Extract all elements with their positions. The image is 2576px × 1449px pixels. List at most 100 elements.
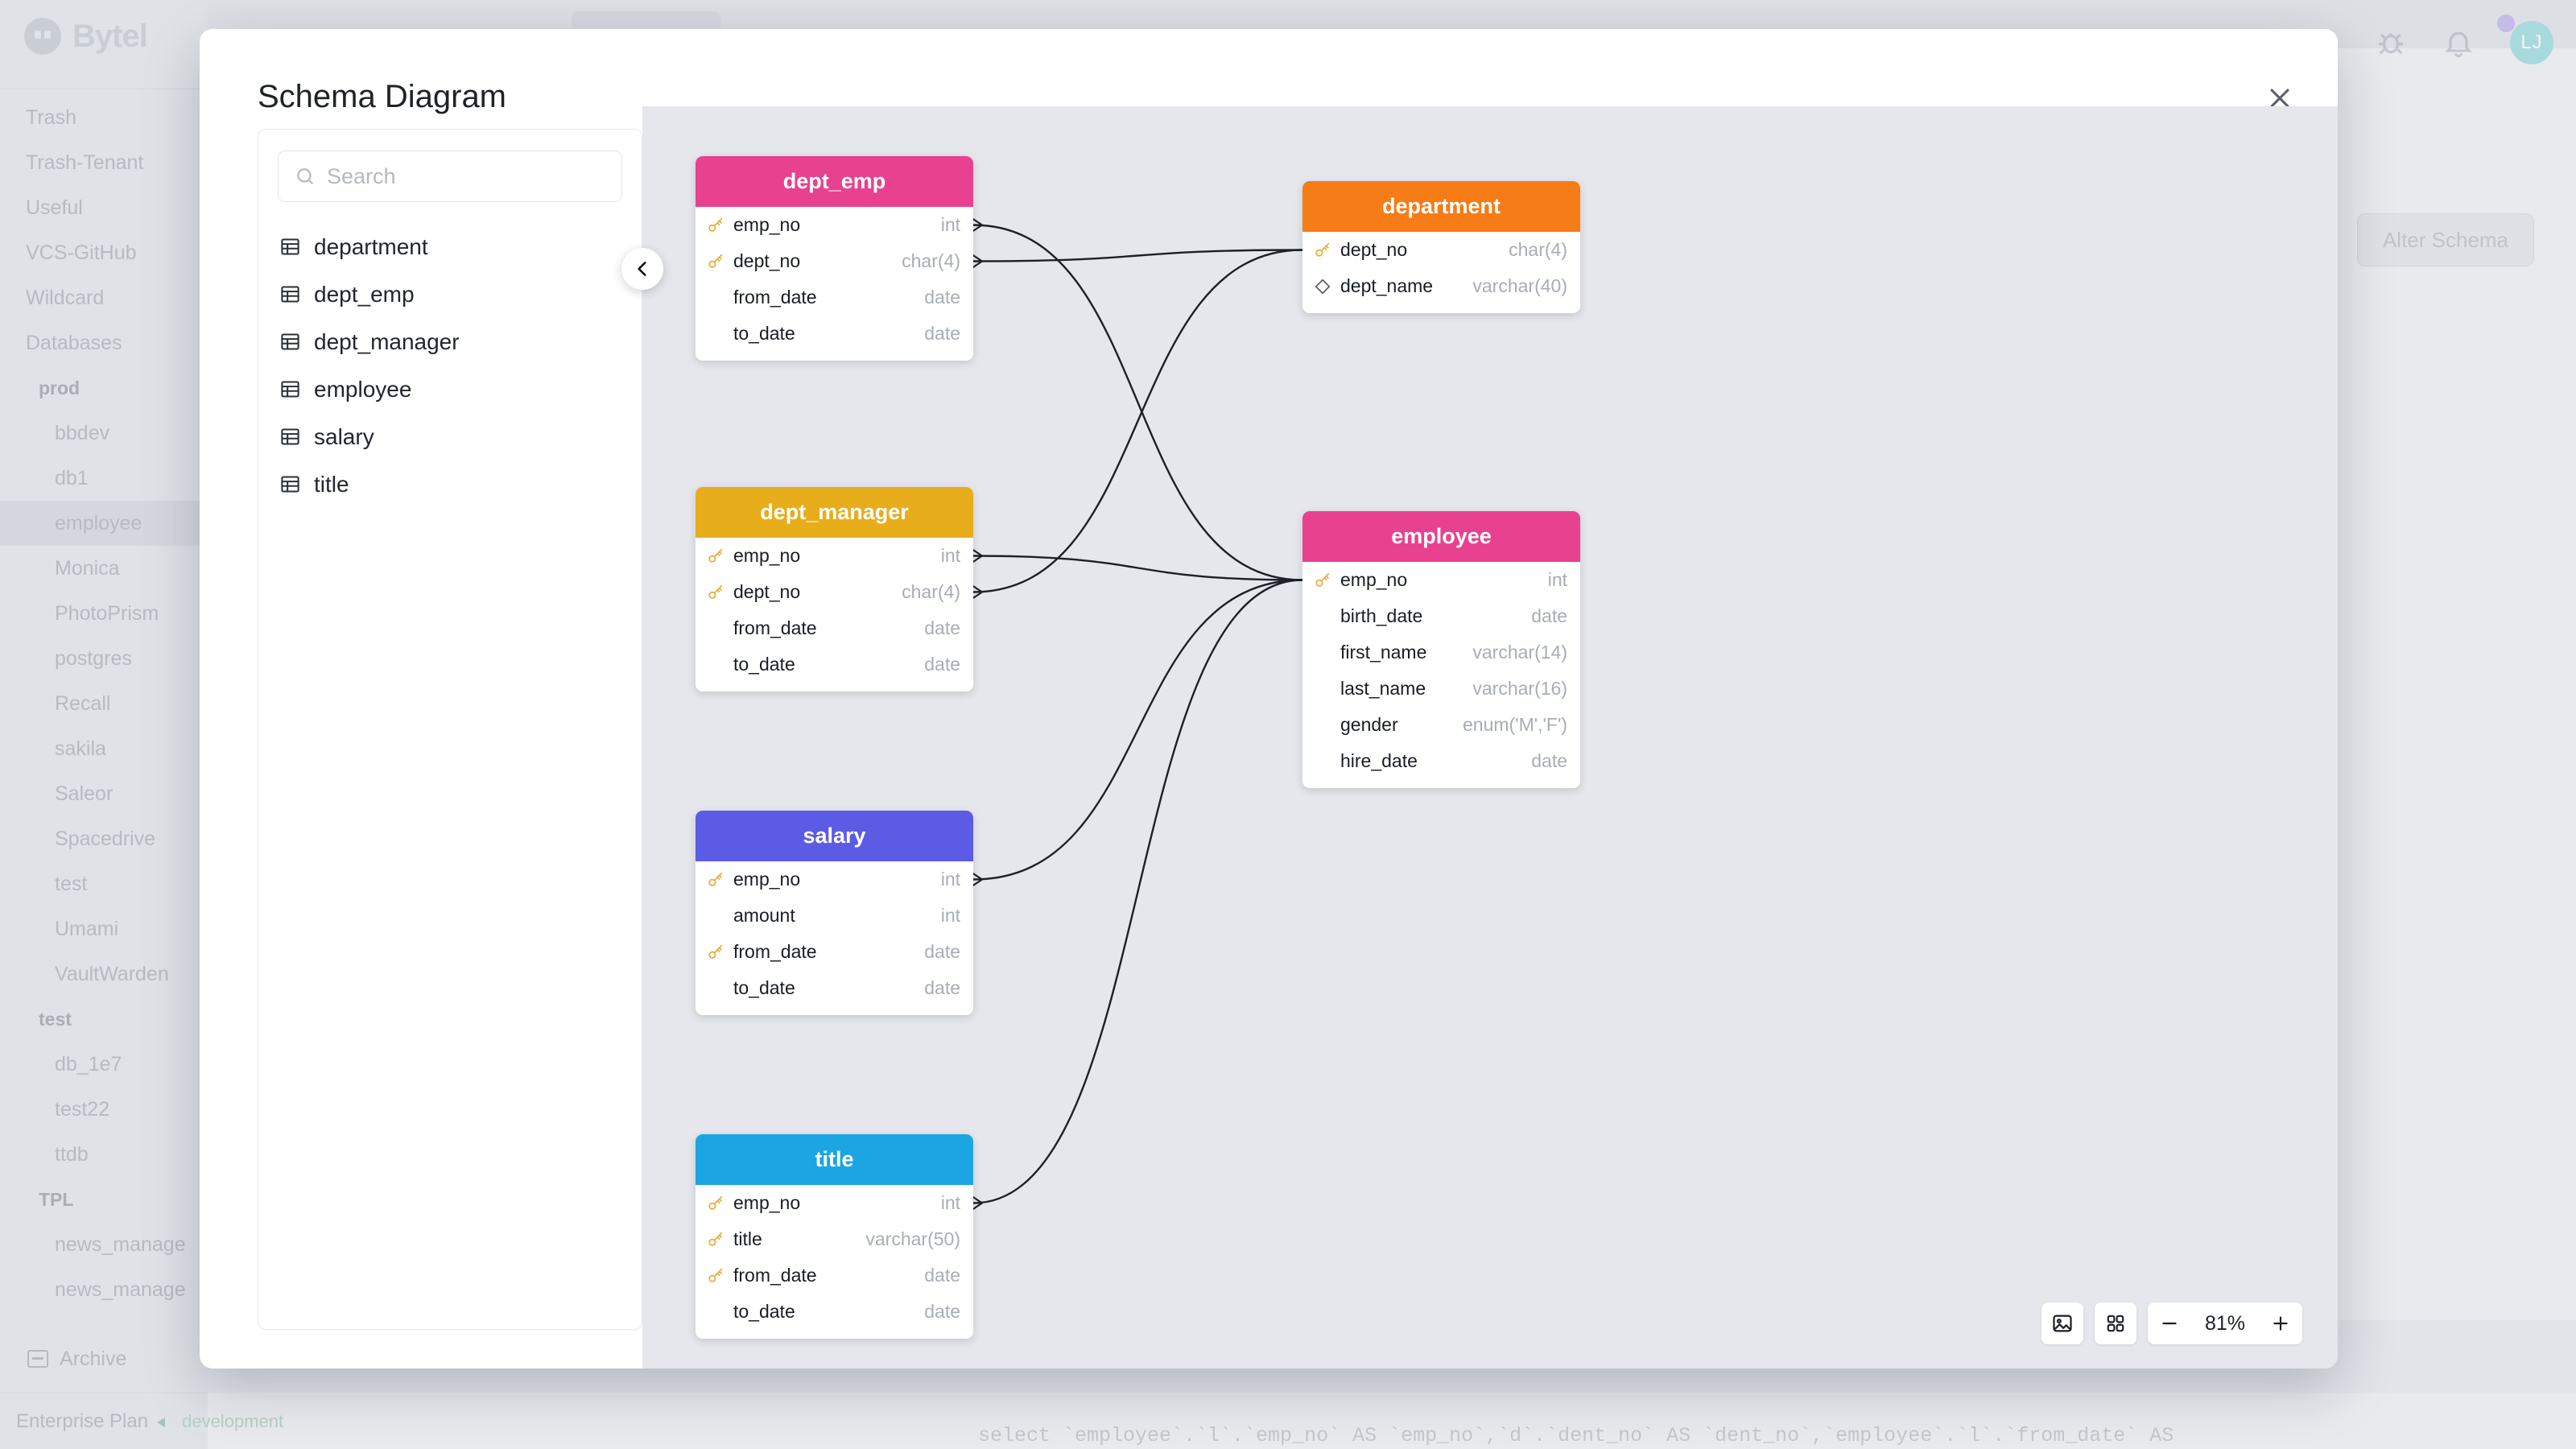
sidebar-item-vcs-github[interactable]: VCS-GitHub	[26, 241, 137, 264]
sidebar-item-test[interactable]: test	[39, 1008, 72, 1030]
column-name: emp_no	[733, 869, 801, 890]
app-logo[interactable]: Bytel	[24, 18, 148, 55]
page-title: Schema Diagram	[258, 79, 507, 114]
sidebar-item-useful[interactable]: Useful	[26, 196, 83, 219]
sidebar-item-trash[interactable]: Trash	[26, 105, 76, 129]
sidebar-item-test[interactable]: test	[55, 872, 88, 895]
sidebar-item-news-manage[interactable]: news_manage	[55, 1278, 186, 1301]
column-type: int	[940, 869, 960, 890]
edge-arrow	[972, 584, 984, 600]
zoom-in-button[interactable]	[2259, 1302, 2302, 1344]
search-input[interactable]: Search	[327, 163, 396, 188]
sidebar-item-ttdb[interactable]: ttdb	[55, 1142, 89, 1166]
sidebar-item-umami[interactable]: Umami	[55, 917, 119, 940]
sidebar-item-db-1e7[interactable]: db_1e7	[55, 1052, 122, 1075]
column-type: varchar(16)	[1472, 678, 1567, 699]
column-name: from_date	[733, 287, 817, 308]
column-type: date	[924, 941, 960, 962]
avatar[interactable]: LJ	[2510, 21, 2553, 64]
sidebar-item-test22[interactable]: test22	[55, 1097, 110, 1121]
sidebar-item-recall[interactable]: Recall	[55, 691, 111, 715]
list-item-salary[interactable]: salary	[258, 413, 642, 460]
sidebar-item-wildcard[interactable]: Wildcard	[26, 286, 105, 309]
sidebar-item-bbdev[interactable]: bbdev	[55, 421, 110, 444]
sidebar-item-archive[interactable]: Archive	[0, 1335, 208, 1383]
sidebar-footer[interactable]: Enterprise Plan development	[0, 1393, 283, 1449]
sidebar-item-news-manage[interactable]: news_manage	[55, 1232, 186, 1256]
sidebar-item-databases[interactable]: Databases	[26, 331, 122, 354]
logo-mark-icon	[24, 18, 61, 55]
list-item-label: department	[314, 233, 428, 259]
key-icon	[708, 217, 723, 232]
column-type: date	[924, 1265, 960, 1286]
table-icon	[281, 381, 299, 398]
export-image-button[interactable]	[2041, 1302, 2083, 1344]
alter-schema-button[interactable]: Alter Schema	[2357, 213, 2534, 266]
column-type: char(4)	[1509, 239, 1567, 260]
search-field[interactable]: Search	[278, 151, 622, 202]
sidebar-item-trash-tenant[interactable]: Trash-Tenant	[26, 151, 144, 174]
sidebar-item-sakila[interactable]: sakila	[55, 737, 106, 760]
zoom-out-button[interactable]	[2148, 1302, 2191, 1344]
list-item-title[interactable]: title	[258, 460, 642, 508]
sidebar-item-spacedrive[interactable]: Spacedrive	[55, 827, 156, 850]
list-item-employee[interactable]: employee	[258, 365, 642, 413]
sidebar-item-photoprism[interactable]: PhotoPrism	[55, 601, 159, 625]
search-icon	[297, 168, 313, 184]
sidebar-item-employee[interactable]: employee	[0, 501, 208, 546]
sidebar-item-prod[interactable]: prod	[39, 377, 80, 398]
sidebar-item-db1[interactable]: db1	[55, 466, 89, 489]
bug-icon[interactable]	[2375, 27, 2407, 59]
bell-icon[interactable]	[2442, 27, 2475, 59]
list-item-dept_manager[interactable]: dept_manager	[258, 318, 642, 365]
column-row[interactable]: emp_no int	[696, 861, 973, 898]
sidebar-item-tpl[interactable]: TPL	[39, 1188, 74, 1210]
list-item-label: dept_emp	[314, 281, 415, 307]
collapse-panel-button[interactable]	[621, 248, 663, 290]
grid-icon	[2107, 1315, 2124, 1332]
edge-dept_manager-to-employee	[972, 555, 1303, 581]
sidebar-item-postgres[interactable]: postgres	[55, 646, 132, 670]
sidebar-item-saleor[interactable]: Saleor	[55, 782, 114, 805]
sidebar-item-monica[interactable]: Monica	[55, 556, 120, 580]
close-icon[interactable]	[2257, 76, 2302, 121]
list-item-dept_emp[interactable]: dept_emp	[258, 270, 642, 318]
table-icon	[281, 333, 299, 350]
sidebar-item-vaultwarden[interactable]: VaultWarden	[55, 962, 169, 985]
list-item-department[interactable]: department	[258, 223, 642, 270]
column-type: date	[924, 617, 960, 638]
key-icon	[708, 1232, 723, 1246]
auto-layout-button[interactable]	[2095, 1302, 2136, 1344]
